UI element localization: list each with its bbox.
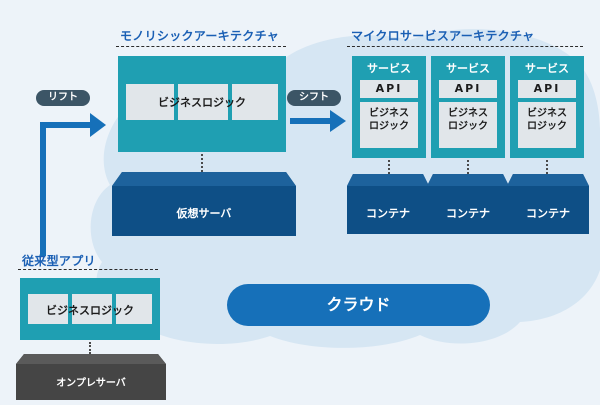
- legacy-logic-segment: [116, 294, 152, 324]
- onprem-server-label: オンプレサーバ: [56, 378, 126, 389]
- service-title: サービス: [446, 62, 490, 75]
- shift-pill: シフト: [287, 90, 341, 106]
- service-api: API: [518, 80, 576, 98]
- shift-arrow-icon: [290, 110, 346, 132]
- onprem-server-shape: [16, 354, 166, 400]
- service-logic: ビジネス ロジック: [360, 102, 418, 148]
- service-logic-line1: ビジネス: [448, 108, 488, 119]
- service-title: サービス: [367, 62, 411, 75]
- service-title: サービス: [525, 62, 569, 75]
- service-logic: ビジネス ロジック: [518, 102, 576, 148]
- monolith-business-logic: ビジネスロジック: [158, 96, 246, 109]
- legacy-underline: [18, 269, 158, 270]
- legacy-logic-segment: [28, 294, 68, 324]
- container-shape: [347, 174, 429, 234]
- cloud-label: クラウド: [227, 284, 490, 326]
- container-label: コンテナ: [526, 207, 570, 220]
- monolithic-underline: [116, 46, 286, 47]
- monolith-logic-segment: [232, 84, 278, 120]
- service-logic-line2: ロジック: [527, 121, 567, 132]
- container-shape: [507, 174, 589, 234]
- lift-arrow-icon: [40, 113, 106, 256]
- service-api: API: [439, 80, 497, 98]
- service-connector: [388, 160, 390, 174]
- legacy-logic-segment: [72, 294, 112, 324]
- service-logic: ビジネス ロジック: [439, 102, 497, 148]
- virtual-server-label: 仮想サーバ: [176, 207, 232, 220]
- service-logic-line2: ロジック: [369, 121, 409, 132]
- service-api: API: [360, 80, 418, 98]
- service-connector: [546, 160, 548, 174]
- container-shape: [427, 174, 509, 234]
- monolith-logic-segment: [178, 84, 228, 120]
- microservices-underline: [347, 46, 583, 47]
- monolith-logic-segment: [126, 84, 174, 120]
- service-connector: [467, 160, 469, 174]
- virtual-server-shape: [112, 172, 296, 236]
- container-label: コンテナ: [366, 207, 410, 220]
- monolith-connector: [201, 154, 203, 172]
- service-logic-line1: ビジネス: [369, 108, 409, 119]
- microservices-heading: マイクロサービスアーキテクチャ: [351, 29, 535, 43]
- monolithic-heading: モノリシックアーキテクチャ: [120, 29, 280, 43]
- legacy-business-logic: ビジネスロジック: [46, 304, 134, 317]
- lift-pill: リフト: [36, 90, 90, 106]
- container-label: コンテナ: [446, 207, 490, 220]
- service-logic-line2: ロジック: [448, 121, 488, 132]
- legacy-connector: [89, 342, 91, 354]
- legacy-heading: 従来型アプリ: [22, 254, 96, 268]
- service-logic-line1: ビジネス: [527, 108, 567, 119]
